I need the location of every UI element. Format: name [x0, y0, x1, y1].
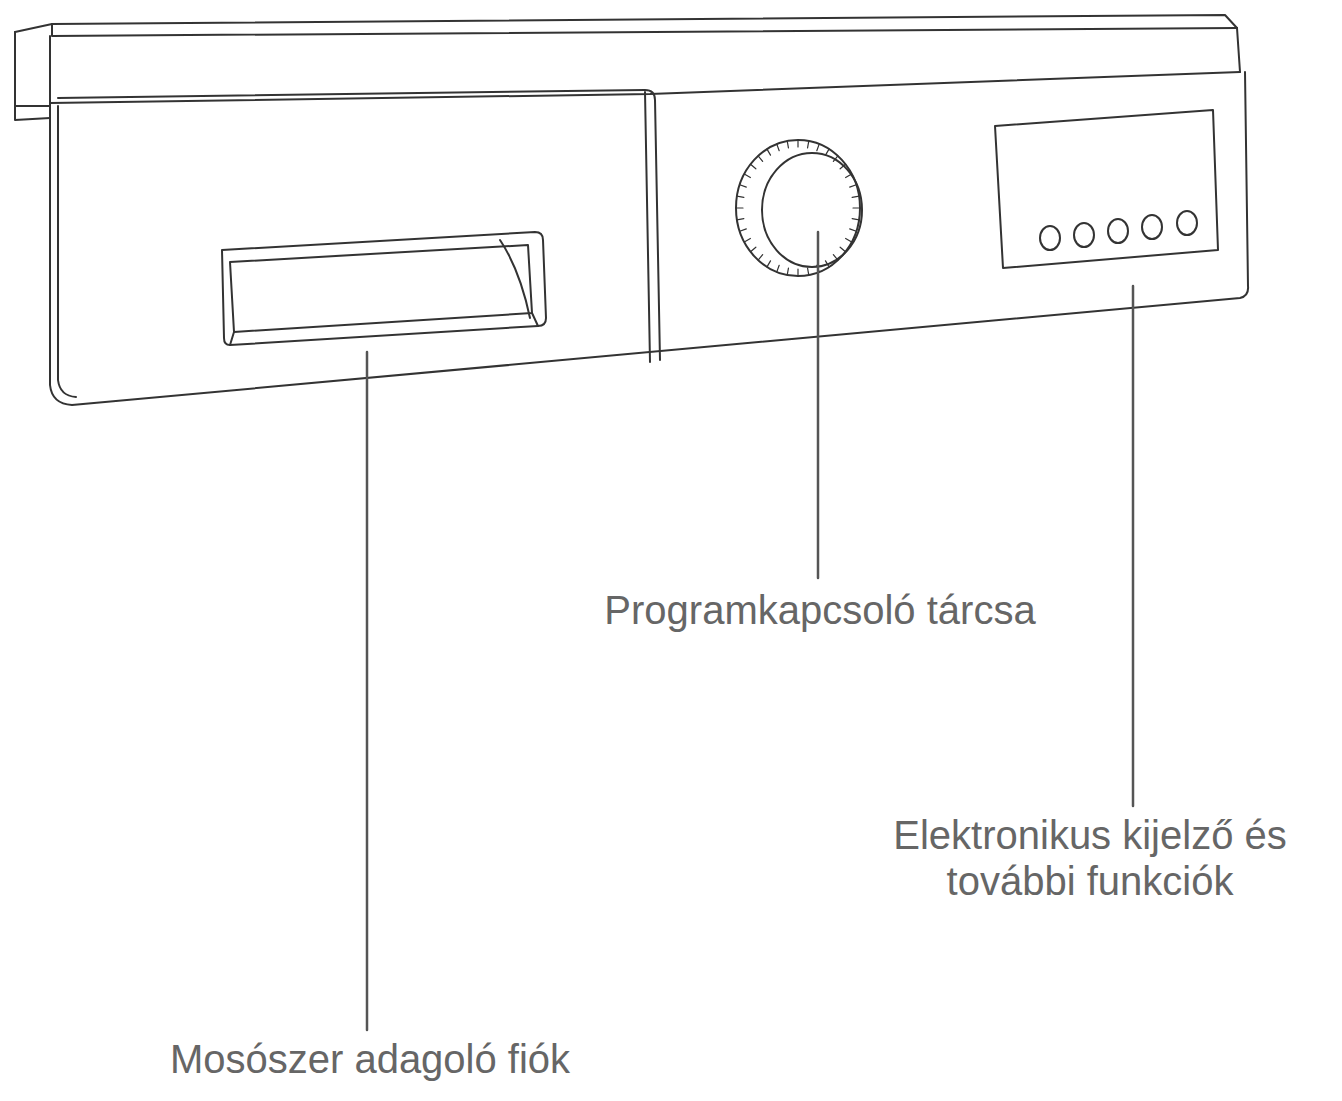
dial-knurl — [850, 185, 857, 187]
dial-knurl — [840, 247, 845, 251]
dial-knurl — [740, 229, 747, 231]
dial-knurl — [833, 255, 837, 260]
dial-knurl — [744, 174, 750, 178]
lid-left-lip — [15, 32, 50, 106]
callout-label: Elektronikus kijelző és további funkciók — [848, 812, 1332, 904]
dial-knurl — [740, 185, 747, 187]
front-face-inner-edge — [58, 106, 76, 397]
leader-lines — [367, 232, 1133, 1030]
drawer-handle-lip — [230, 313, 538, 345]
dial-knurl — [846, 174, 852, 178]
drawer-handle — [222, 232, 546, 345]
dial-knurl — [808, 268, 809, 275]
dial-knurl — [833, 156, 837, 161]
detergent-drawer — [58, 90, 660, 362]
panel-housing — [15, 15, 1248, 405]
lid-front-top — [52, 24, 1237, 36]
dial-knurl — [797, 269, 798, 276]
function-button — [1040, 226, 1060, 250]
drawer-front — [58, 90, 660, 360]
function-button — [1108, 219, 1128, 243]
drawer-handle-recess — [230, 245, 532, 332]
program-dial — [736, 140, 862, 276]
dial-knurl — [777, 265, 779, 272]
drawer-handle-curve — [500, 240, 530, 318]
dial-knurl — [826, 149, 830, 155]
dial-knurl — [850, 229, 857, 231]
front-face — [50, 72, 1248, 405]
dial-knurl — [840, 164, 845, 168]
dial-knurl — [846, 239, 852, 243]
dial-knurl — [852, 219, 859, 220]
function-button — [1142, 215, 1162, 239]
leader-line — [817, 232, 820, 578]
display-panel — [995, 110, 1218, 268]
dial-knurl — [737, 196, 744, 197]
leader-line — [366, 352, 369, 1030]
dial-knurl — [751, 164, 756, 168]
dial-knurl — [767, 149, 771, 155]
dial-knurl — [808, 141, 809, 148]
dial-knurl — [767, 261, 771, 267]
dial-knurl — [853, 207, 860, 208]
dial-knurl — [758, 255, 762, 260]
callout-label: Programkapcsoló tárcsa — [540, 587, 1100, 633]
dial-knurl — [787, 141, 788, 148]
dial-knurl — [817, 144, 819, 151]
dial-face — [762, 153, 862, 267]
dial-knurl — [744, 239, 750, 243]
drawer-front-inner — [645, 92, 650, 362]
dial-knurl — [797, 140, 798, 147]
dial-knurl — [852, 196, 859, 197]
dial-knurl — [737, 219, 744, 220]
dial-knurl — [777, 144, 779, 151]
lid-corner — [49, 36, 51, 106]
callout-label: Mosószer adagoló fiók — [120, 1036, 620, 1082]
dial-knurl — [787, 268, 788, 275]
dial-knurl — [751, 247, 756, 251]
lid-right-edge — [1237, 28, 1240, 72]
display-frame — [995, 110, 1218, 268]
dial-knurl — [736, 207, 743, 208]
function-button — [1177, 211, 1197, 235]
lid-left-lip-bottom — [15, 106, 50, 120]
function-button — [1074, 223, 1094, 247]
dial-knurl — [826, 261, 830, 267]
leader-line — [1132, 286, 1135, 806]
dial-knurl — [758, 156, 762, 161]
